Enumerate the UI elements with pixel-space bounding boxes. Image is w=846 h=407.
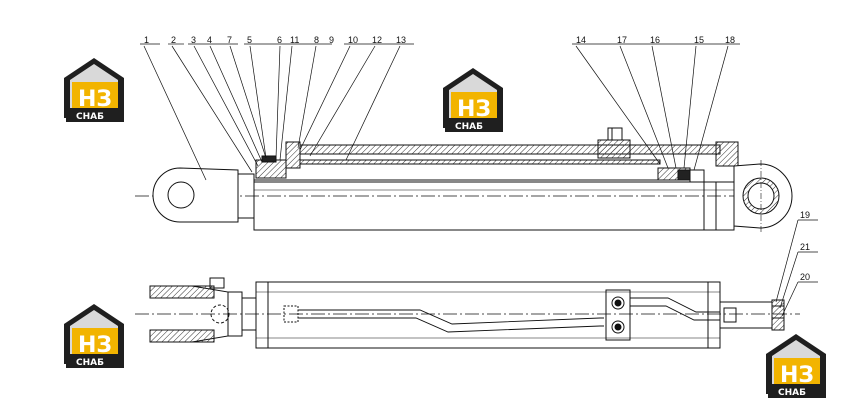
callout-14: 14 bbox=[576, 35, 586, 45]
callout-16: 16 bbox=[650, 35, 660, 45]
leader-lines-top bbox=[140, 43, 740, 181]
callout-8: 8 bbox=[314, 35, 319, 45]
brand-logo-bottom-right: НЗ СНАБ bbox=[766, 334, 826, 398]
logo-caption: СНАБ bbox=[76, 112, 104, 122]
svg-text:СНАБ: СНАБ bbox=[76, 358, 104, 368]
svg-text:НЗ: НЗ bbox=[457, 97, 491, 122]
svg-text:НЗ: НЗ bbox=[78, 333, 112, 358]
callout-20: 20 bbox=[800, 272, 810, 282]
brand-logo-top-center: НЗ СНАБ bbox=[443, 68, 503, 132]
leader-lines-bottom bbox=[775, 219, 818, 317]
callout-11: 11 bbox=[290, 35, 299, 45]
bottom-view bbox=[135, 277, 800, 349]
callout-18: 18 bbox=[725, 35, 735, 45]
callout-9: 9 bbox=[329, 35, 334, 45]
callout-5: 5 bbox=[247, 35, 252, 45]
logo-mark: НЗ bbox=[78, 87, 112, 112]
svg-text:СНАБ: СНАБ bbox=[455, 122, 483, 132]
callout-labels: 1 2 3 4 7 5 6 11 8 9 10 12 13 14 17 16 1… bbox=[144, 35, 810, 282]
brand-logo-bottom-left: НЗ СНАБ bbox=[64, 304, 124, 368]
top-view-section bbox=[135, 127, 793, 232]
callout-13: 13 bbox=[396, 35, 406, 45]
callout-6: 6 bbox=[277, 35, 282, 45]
callout-7: 7 bbox=[227, 35, 232, 45]
callout-4: 4 bbox=[207, 35, 212, 45]
callout-15: 15 bbox=[694, 35, 704, 45]
callout-2: 2 bbox=[171, 35, 176, 45]
callout-21: 21 bbox=[800, 242, 810, 252]
callout-1: 1 bbox=[144, 35, 149, 45]
callout-12: 12 bbox=[372, 35, 382, 45]
callout-3: 3 bbox=[191, 35, 196, 45]
brand-logo-top-left: НЗ СНАБ bbox=[64, 58, 124, 122]
svg-text:НЗ: НЗ bbox=[780, 363, 814, 388]
callout-17: 17 bbox=[617, 35, 627, 45]
svg-text:СНАБ: СНАБ bbox=[778, 388, 806, 398]
callout-10: 10 bbox=[348, 35, 358, 45]
callout-19: 19 bbox=[800, 210, 810, 220]
